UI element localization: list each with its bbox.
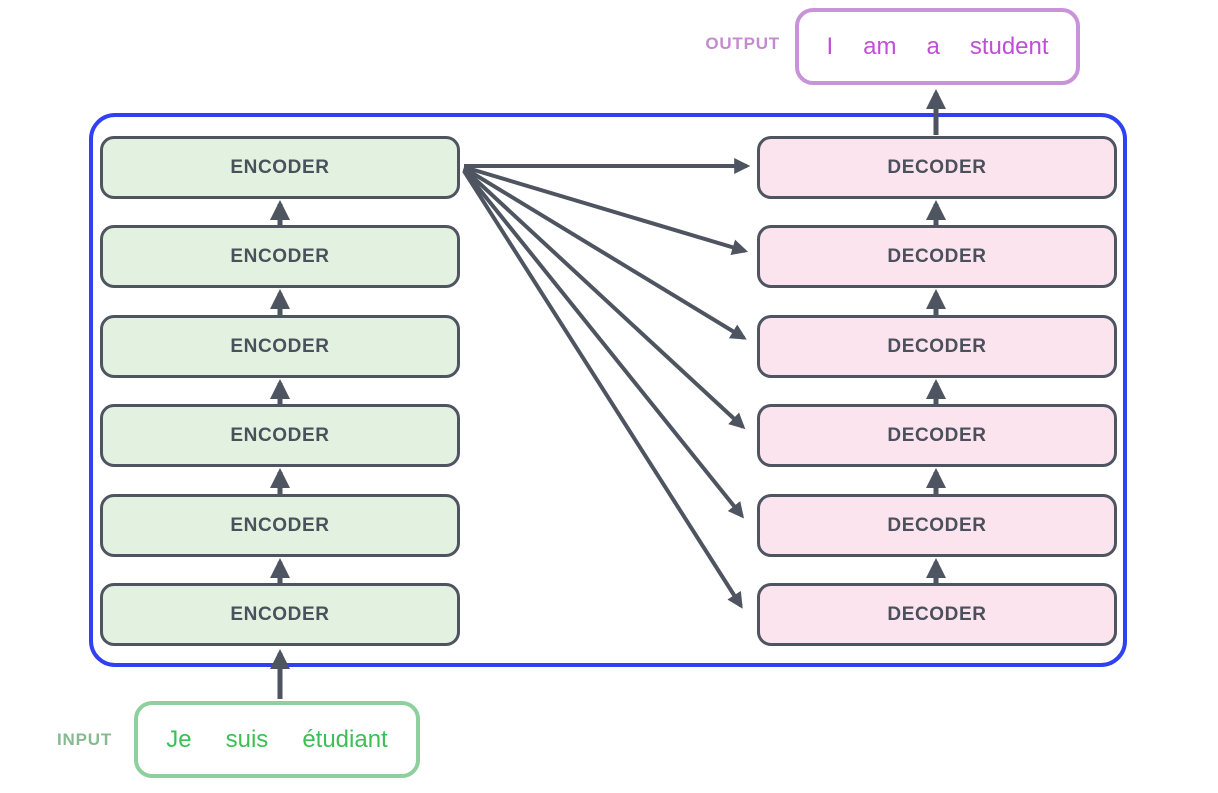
encoder-box-1: ENCODER [100,136,460,199]
input-word: étudiant [302,725,388,753]
output-word: a [926,32,940,60]
decoder-box-4: DECODER [757,404,1117,467]
decoder-box-2: DECODER [757,225,1117,288]
encoder-label: ENCODER [230,424,330,446]
decoder-label: DECODER [887,245,987,267]
output-word: I [826,32,834,60]
input-label: INPUT [57,730,112,749]
output-sentence-box: I am a student [795,8,1080,85]
input-word: suis [225,725,269,753]
encoder-label: ENCODER [230,335,330,357]
decoder-box-3: DECODER [757,315,1117,378]
decoder-label: DECODER [887,335,987,357]
encoder-box-2: ENCODER [100,225,460,288]
decoder-box-6: DECODER [757,583,1117,646]
output-label: OUTPUT [705,34,780,53]
decoder-label: DECODER [887,514,987,536]
encoder-label: ENCODER [230,514,330,536]
decoder-box-5: DECODER [757,494,1117,557]
encoder-label: ENCODER [230,156,330,178]
encoder-label: ENCODER [230,603,330,625]
encoder-label: ENCODER [230,245,330,267]
decoder-label: DECODER [887,156,987,178]
output-word: am [863,32,897,60]
input-sentence-box: Je suis étudiant [134,701,420,778]
input-word: Je [166,725,192,753]
encoder-box-3: ENCODER [100,315,460,378]
decoder-label: DECODER [887,424,987,446]
output-word: student [969,32,1049,60]
encoder-box-4: ENCODER [100,404,460,467]
decoder-label: DECODER [887,603,987,625]
decoder-box-1: DECODER [757,136,1117,199]
encoder-decoder-frame [89,113,1127,667]
encoder-box-6: ENCODER [100,583,460,646]
encoder-box-5: ENCODER [100,494,460,557]
